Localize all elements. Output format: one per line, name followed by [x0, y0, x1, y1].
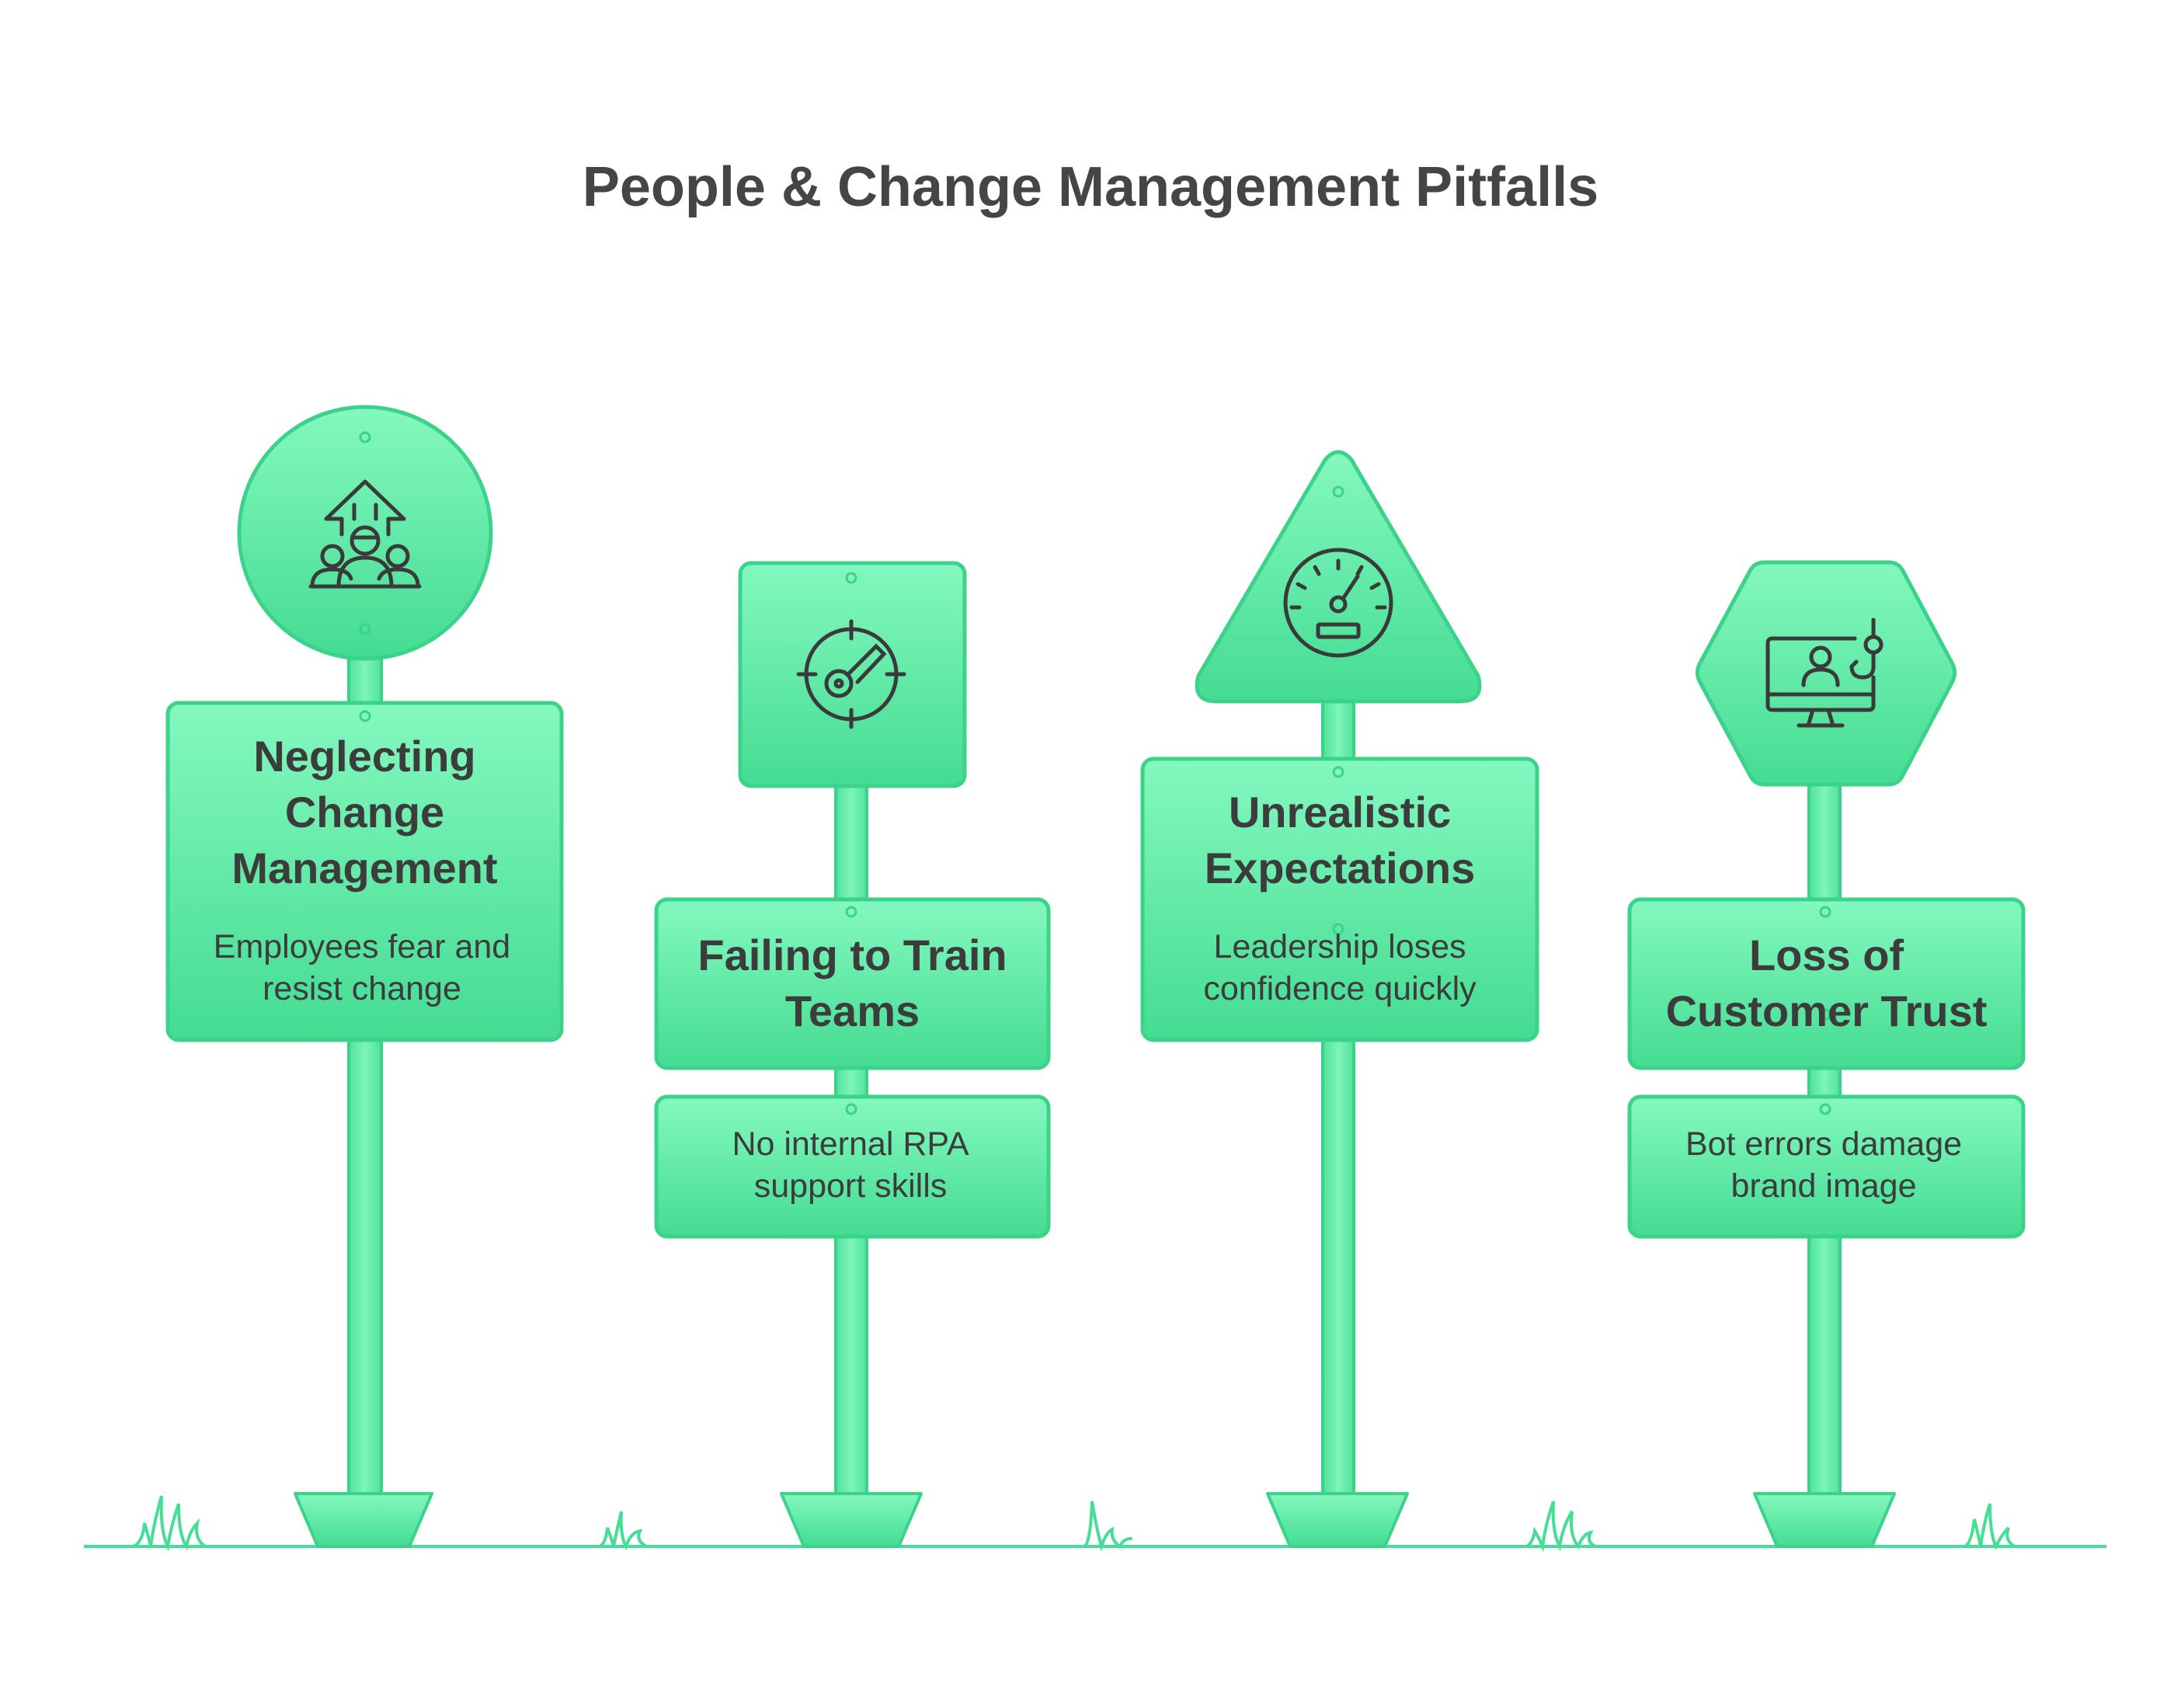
title-line: Expectations	[1204, 844, 1476, 892]
sign-2-desc-board-rivet	[845, 1103, 857, 1115]
sign-3-head-rivet	[1332, 485, 1344, 498]
sign-1-title: Neglecting Change Management	[168, 729, 562, 896]
sign-3-head	[1195, 450, 1482, 704]
sign-2-title: Failing to Train Teams	[656, 927, 1049, 1039]
sign-3-board	[1140, 757, 1539, 1042]
sign-4-desc-board-rivet	[1819, 1103, 1831, 1115]
sign-3-title: Unrealistic Expectations	[1143, 784, 1537, 896]
sign-3-board-rivet	[1332, 923, 1344, 935]
sign-2-base	[780, 1492, 923, 1548]
sign-4-board	[1627, 897, 2026, 1070]
sign-4-title: Loss of Customer Trust	[1630, 927, 2023, 1039]
sign-4	[1627, 560, 2026, 1548]
sign-1-description: Employees fear and resist change	[168, 926, 556, 1010]
description-line: brand image	[1731, 1167, 1917, 1205]
page-title: People & Change Management Pitfalls	[582, 156, 1599, 218]
sign-3-base	[1266, 1492, 1409, 1548]
sign-1	[165, 405, 564, 1548]
sign-2-head-rivet	[845, 572, 857, 584]
sign-4-board-rivet	[1819, 906, 1831, 918]
sign-4-base	[1753, 1492, 1896, 1548]
description-line: No internal RPA	[732, 1125, 969, 1163]
title-line: Loss of	[1748, 931, 1904, 979]
sign-3-description: Leadership loses confidence quickly	[1143, 926, 1537, 1010]
title-line: Teams	[784, 986, 920, 1035]
title-line: Neglecting	[253, 732, 476, 781]
description-line: Leadership loses	[1213, 928, 1466, 965]
title-line: Failing to Train	[697, 931, 1007, 979]
sign-1-board-rivet	[359, 710, 371, 722]
people-arrow-icon	[308, 479, 422, 589]
sign-2-board	[654, 897, 1051, 1070]
grass-tufts	[132, 1495, 2016, 1553]
sign-1-head-rivet	[359, 431, 371, 444]
description-line: resist change	[263, 970, 461, 1007]
sign-4-board-rivet	[1819, 1008, 1831, 1021]
sign-2-description: No internal RPA support skills	[656, 1123, 1045, 1207]
monitor-user-hook-icon	[1765, 617, 1884, 728]
description-line: Bot errors damage	[1685, 1125, 1963, 1163]
sign-1-head	[237, 405, 493, 661]
sign-3-board-rivet	[1332, 766, 1344, 778]
sign-2	[654, 561, 1051, 1548]
sign-1-base	[294, 1492, 433, 1548]
sign-2-desc-board	[654, 1094, 1051, 1239]
title-line: Change	[284, 788, 445, 837]
description-line: Employees fear and	[213, 928, 511, 965]
sign-4-desc-board	[1627, 1094, 2026, 1239]
title-line: Management	[231, 844, 498, 892]
title-line: Customer Trust	[1665, 986, 1988, 1035]
sign-4-head	[1696, 560, 1957, 787]
sign-3	[1140, 450, 1539, 1548]
description-line: support skills	[753, 1167, 948, 1205]
description-line: confidence quickly	[1203, 970, 1477, 1007]
sign-4-description: Bot errors damage brand image	[1630, 1123, 2018, 1207]
crosshair-key-icon	[796, 619, 906, 729]
sign-2-board-rivet	[845, 906, 857, 918]
sign-1-head-rivet	[359, 623, 371, 635]
sign-1-board	[165, 701, 564, 1042]
title-line: Unrealistic	[1228, 788, 1452, 837]
speedometer-icon	[1283, 548, 1393, 658]
sign-2-head	[738, 561, 967, 788]
